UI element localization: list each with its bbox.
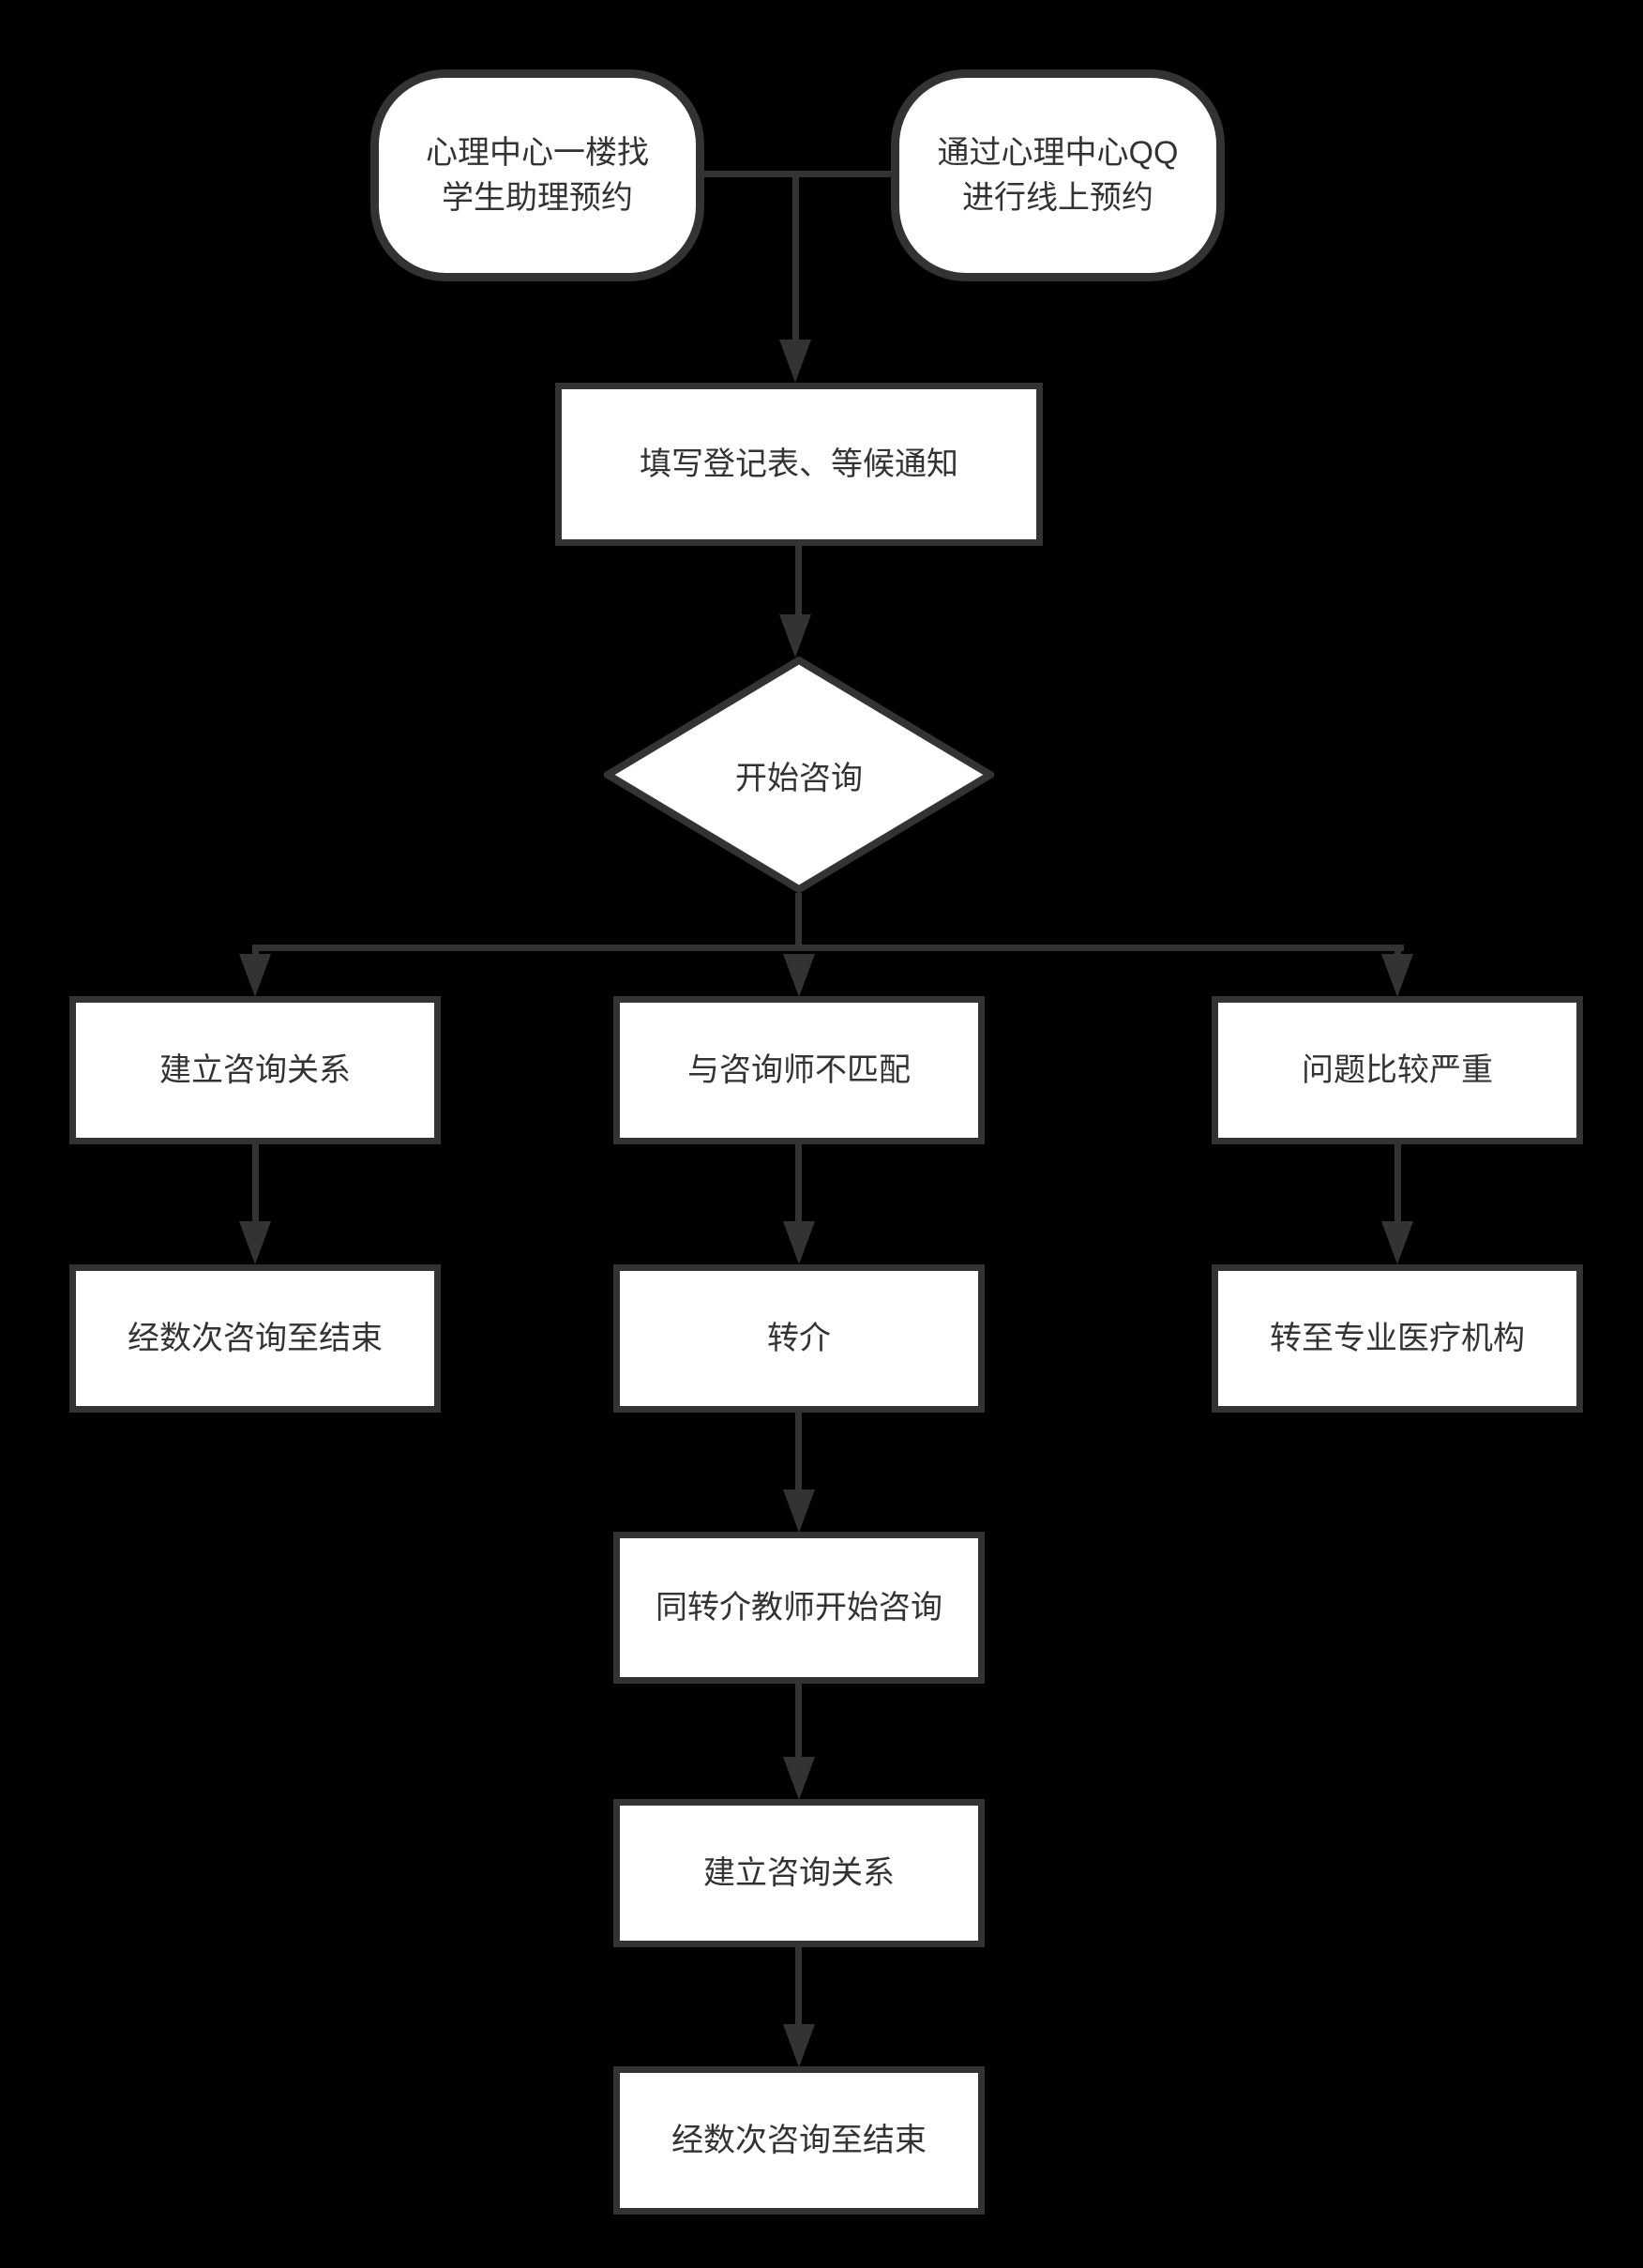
connector-referral-to-start — [795, 1413, 802, 1492]
connector-start-to-relation — [795, 1684, 802, 1760]
node-relation-finish: 经数次咨询至结束 — [69, 1264, 441, 1413]
node-severe-transfer: 转至专业医疗机构 — [1212, 1264, 1583, 1413]
connector-severe-to-transfer — [1394, 1144, 1401, 1227]
node-referral-start: 同转介教师开始咨询 — [613, 1532, 985, 1684]
arrowhead-branch-left — [239, 954, 271, 997]
arrowhead-transfer — [1381, 1221, 1413, 1264]
node-branch-severe: 问题比较严重 — [1212, 996, 1583, 1144]
node-start-offline: 心理中心一楼找 学生助理预约 — [370, 69, 704, 281]
node-register: 填写登记表、等候通知 — [555, 383, 1043, 546]
decision-label: 开始咨询 — [735, 760, 863, 796]
node-decision-start: 开始咨询 — [604, 657, 994, 893]
connector-start-to-register — [792, 171, 799, 344]
connector-branch-right-drop — [1394, 945, 1401, 960]
connector-decision-down — [795, 893, 802, 951]
connector-branch-horizontal — [252, 945, 1404, 951]
node-referral-finish: 经数次咨询至结束 — [613, 2066, 985, 2215]
arrowhead-branch-middle — [783, 954, 815, 997]
arrowhead-referral-relation — [783, 1757, 815, 1800]
node-referral-relation: 建立咨询关系 — [613, 1799, 985, 1947]
node-branch-mismatch: 与咨询师不匹配 — [613, 996, 985, 1144]
arrowhead-referral — [783, 1221, 815, 1264]
arrowhead-relation-finish — [239, 1221, 271, 1264]
node-branch-relation: 建立咨询关系 — [69, 996, 441, 1144]
arrowhead-decision — [779, 614, 811, 658]
node-referral: 转介 — [613, 1264, 985, 1413]
connector-relation-to-finish — [252, 1144, 259, 1227]
decision-diamond-shape — [604, 657, 994, 893]
node-start-online: 通过心理中心QQ 进行线上预约 — [891, 69, 1225, 281]
arrowhead-branch-right — [1381, 954, 1413, 997]
arrowhead-referral-finish — [783, 2024, 815, 2067]
arrowhead-register — [779, 340, 811, 383]
connector-register-to-decision — [795, 546, 802, 621]
arrowhead-referral-start — [783, 1489, 815, 1533]
connector-relation-to-end — [795, 1947, 802, 2027]
connector-branch-left-drop — [252, 945, 259, 960]
connector-mismatch-to-referral — [795, 1144, 802, 1227]
